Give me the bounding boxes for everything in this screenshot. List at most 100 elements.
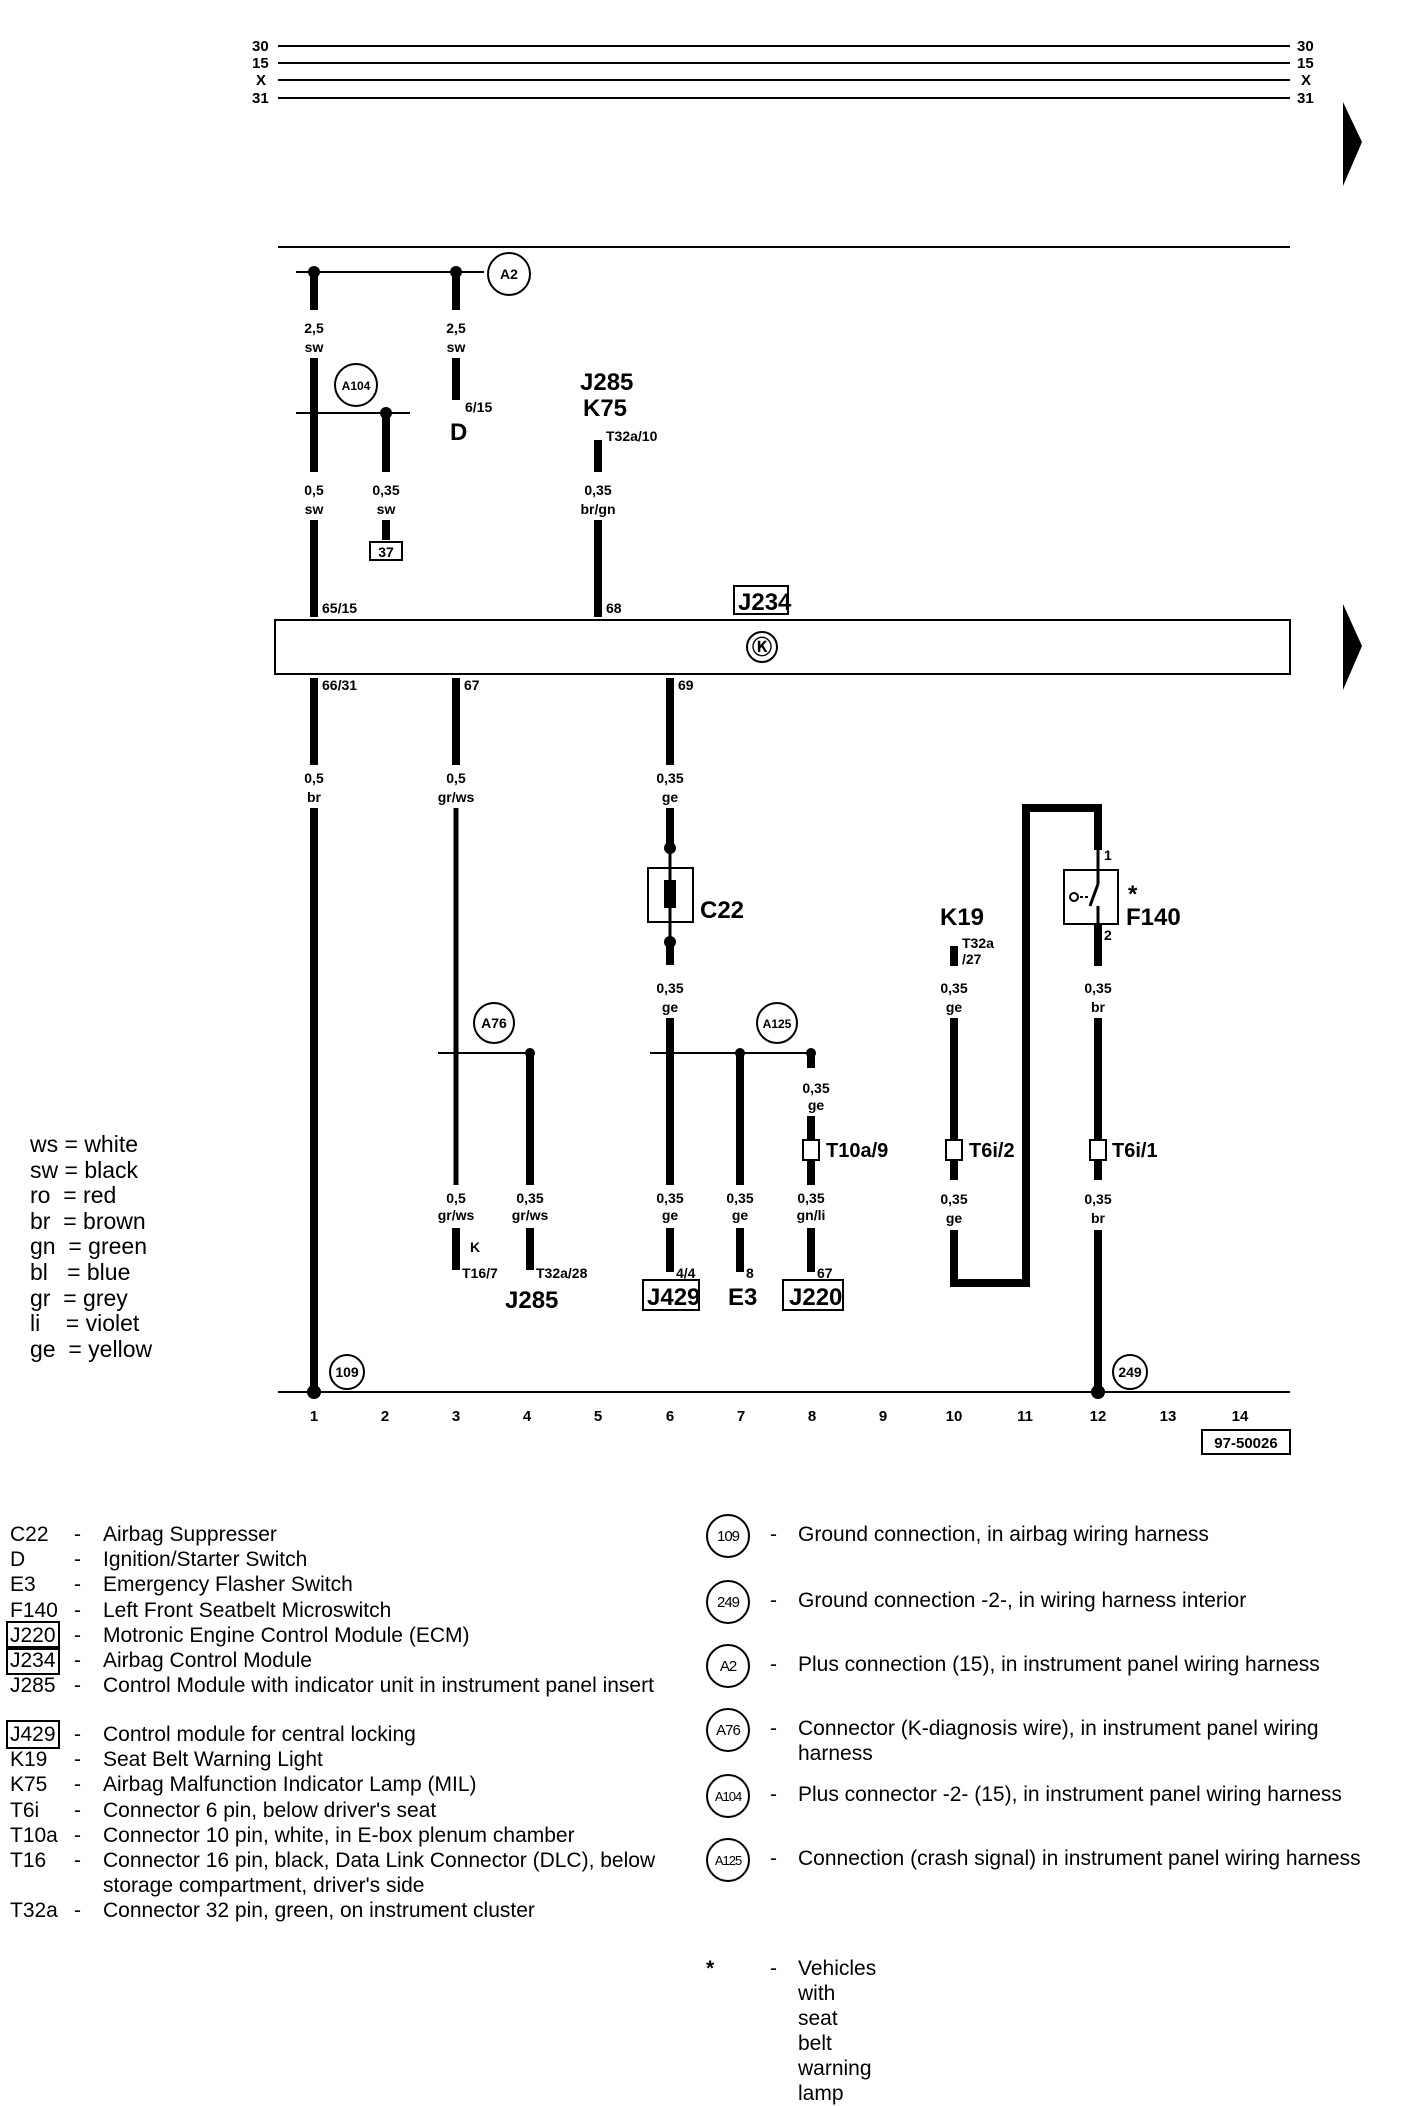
track-11: 11 [1017, 1408, 1033, 1425]
pin-t32a-27b: /27 [962, 951, 982, 967]
wire-color-6e: ge [662, 1207, 679, 1223]
legend-desc-t10a: Connector 10 pin, white, in E-box plenum… [103, 1824, 575, 1847]
pin-t32a-28: T32a/28 [536, 1265, 588, 1281]
legend-circle-249: 249 [706, 1580, 750, 1624]
wire-size-4e: 0,35 [516, 1190, 543, 1206]
color-legend-gn: gn = green [30, 1233, 148, 1260]
bus-label-31: 31 [252, 90, 269, 107]
wire-size-6d: 0,35 [656, 980, 683, 996]
legend-dash: - [74, 1674, 81, 1697]
power-bus: 30 15 X 31 30 15 X 31 [252, 38, 1314, 107]
track-5: 5 [594, 1408, 602, 1425]
legend-code-d: D [10, 1548, 26, 1571]
legend-code-j429: J429 [6, 1720, 60, 1749]
airbag-control-module-box [274, 619, 1291, 675]
footnote-star: * [706, 1957, 715, 1980]
color-legend-br: br = brown [30, 1207, 146, 1234]
color-legend-ro: ro = red [30, 1182, 117, 1209]
pin-t32a-10: T32a/10 [606, 428, 658, 444]
pin-t16-7: T16/7 [462, 1265, 498, 1281]
bus-label-15-right: 15 [1297, 55, 1314, 72]
pin-68: 68 [606, 600, 622, 616]
legend-code-j220: J220 [6, 1621, 60, 1650]
pin-t6i-1: T6i/1 [1112, 1140, 1158, 1162]
track-1: 1 [310, 1408, 318, 1425]
track-2: 2 [381, 1408, 389, 1425]
legend-code-t16: T16 [10, 1849, 47, 1872]
component-f140-star: * [1128, 881, 1138, 908]
legend-dash: - [770, 1653, 777, 1676]
component-e3: E3 [728, 1284, 757, 1311]
legend-desc-j220: Motronic Engine Control Module (ECM) [103, 1624, 470, 1647]
track-6: 6 [666, 1408, 674, 1425]
connector-t6i-1-icon [1089, 1139, 1107, 1161]
legend-dash: - [770, 1589, 777, 1612]
continuation-arrow-mid [1343, 604, 1362, 690]
legend-code-f140: F140 [10, 1599, 58, 1622]
wire-color-1c: br [307, 789, 322, 805]
legend-dash: - [74, 1573, 81, 1596]
pin-4-4: 4/4 [676, 1265, 696, 1281]
legend-dash: - [770, 1847, 777, 1870]
wire-color-8e: gn/li [797, 1207, 826, 1223]
component-j285-bottom: J285 [505, 1287, 558, 1314]
wire-color-12d: br [1091, 999, 1106, 1015]
track-numbers: 1 2 3 4 5 6 7 8 9 10 11 12 13 14 [310, 1408, 1249, 1425]
track-7: 7 [737, 1408, 745, 1425]
legend-code-t32a: T32a [10, 1899, 58, 1922]
junction-a2 [487, 252, 531, 296]
ground-249 [1112, 1354, 1148, 1390]
legend-desc-a104: Plus connector -2- (15), in instrument p… [798, 1783, 1342, 1806]
legend-dash: - [74, 1849, 81, 1872]
wire-size-8e: 0,35 [797, 1190, 824, 1206]
wire-color-legend: ws = white sw = black ro = red br = brow… [30, 1131, 152, 1362]
track-14: 14 [1232, 1408, 1249, 1425]
wire-color-2b: sw [377, 501, 396, 517]
wire-color-12e: br [1091, 1210, 1106, 1226]
wire-size-6e: 0,35 [656, 1190, 683, 1206]
ref-box-37-label: 37 [378, 544, 394, 560]
legend-desc-f140: Left Front Seatbelt Microswitch [103, 1599, 392, 1622]
wire-color-3c: gr/ws [438, 789, 475, 805]
legend-code-t6i: T6i [10, 1799, 40, 1822]
wire-color-7e: ge [732, 1207, 749, 1223]
legend-code-k75: K75 [10, 1773, 48, 1796]
bus-label-x: X [256, 72, 266, 89]
legend-dash: - [74, 1523, 81, 1546]
legend-code-e3: E3 [10, 1573, 36, 1596]
component-j220-box [782, 1279, 844, 1311]
track-12: 12 [1090, 1408, 1107, 1425]
wire-color-3a: sw [447, 339, 466, 355]
track-9: 9 [879, 1408, 887, 1425]
color-legend-gr: gr = grey [30, 1284, 128, 1311]
junction-a76 [473, 1002, 515, 1044]
track-8: 8 [808, 1408, 816, 1425]
component-j429: J429 [647, 1284, 700, 1311]
legend-desc-a76: Connector (K-diagnosis wire), in instrum… [798, 1717, 1319, 1765]
wire-size-12d: 0,35 [1084, 980, 1111, 996]
legend-circle-a104: A104 [706, 1774, 750, 1818]
control-module-symbol-icon [746, 631, 778, 663]
wire-size-2b: 0,35 [372, 482, 399, 498]
ref-box-37 [369, 541, 403, 561]
wire-color-4e: gr/ws [512, 1207, 549, 1223]
legend-dash: - [74, 1599, 81, 1622]
component-j285-top: J285 [580, 369, 633, 396]
wire-size-10e: 0,35 [940, 1191, 967, 1207]
legend-dash: - [74, 1773, 81, 1796]
wire-color-6c: ge [662, 789, 679, 805]
legend-dash: - [770, 1783, 777, 1806]
continuation-arrow-top [1343, 102, 1362, 186]
legend-desc-t6i: Connector 6 pin, below driver's seat [103, 1799, 437, 1822]
legend-circle-a2: A2 [706, 1644, 750, 1688]
track-10: 10 [946, 1408, 963, 1425]
legend-desc-k75: Airbag Malfunction Indicator Lamp (MIL) [103, 1773, 477, 1796]
legend-code-c22: C22 [10, 1523, 49, 1546]
junction-a104-label: A104 [342, 379, 371, 393]
color-legend-li: li = violet [30, 1310, 140, 1337]
pin-69: 69 [678, 677, 694, 693]
color-legend-ws: ws = white [30, 1131, 139, 1157]
color-legend-sw: sw = black [30, 1156, 139, 1183]
legend-dash: - [74, 1748, 81, 1771]
legend-dash: - [74, 1799, 81, 1822]
